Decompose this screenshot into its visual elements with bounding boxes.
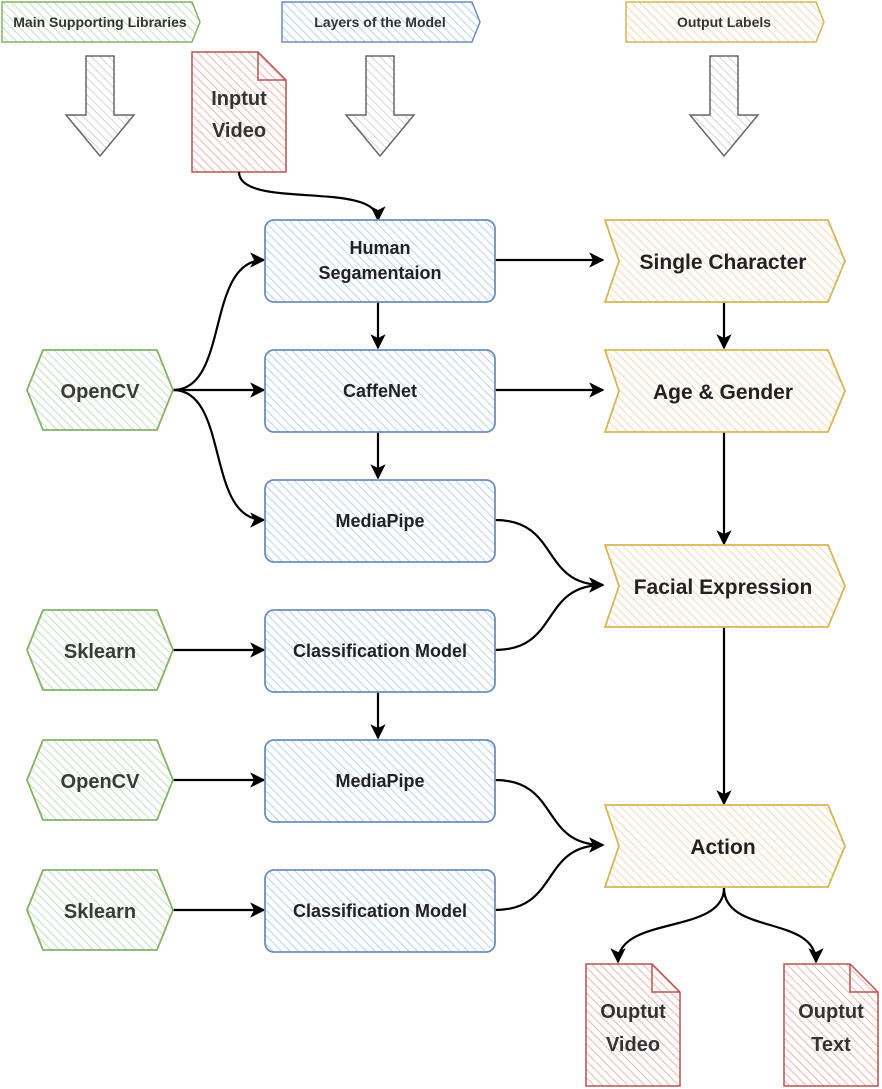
- library-sklearn-1-label: Sklearn: [64, 641, 136, 663]
- output-action: Action: [603, 804, 846, 888]
- input-video-label-line2: Video: [212, 120, 266, 142]
- library-sklearn-2: Sklearn: [26, 869, 174, 951]
- output-single-character: Single Character: [603, 219, 846, 303]
- down-arrow-icon: [344, 55, 416, 158]
- output-video-document: Ouptut Video: [585, 963, 681, 1087]
- library-opencv-2-label: OpenCV: [61, 771, 141, 793]
- layer-classification-1: Classification Model: [264, 609, 496, 693]
- output-facial-expression-label: Facial Expression: [634, 576, 813, 599]
- layer-human-segmentation: Human Segamentaion: [264, 219, 496, 303]
- output-text-label-line2: Text: [811, 1034, 851, 1056]
- library-opencv-1-label: OpenCV: [61, 381, 141, 403]
- legend-layers: Layers of the Model: [281, 1, 481, 43]
- library-opencv-2: OpenCV: [26, 739, 174, 821]
- layer-mediapipe-1: MediaPipe: [264, 479, 496, 563]
- library-sklearn-1: Sklearn: [26, 609, 174, 691]
- down-arrow-icon: [64, 55, 136, 158]
- edge-action-to-output-text: [722, 887, 824, 964]
- layer-mediapipe-1-label: MediaPipe: [335, 511, 424, 531]
- down-arrow-icon: [688, 55, 760, 158]
- output-single-character-label: Single Character: [640, 251, 807, 274]
- output-video-label-line2: Video: [606, 1034, 660, 1056]
- layer-mediapipe-2-label: MediaPipe: [335, 771, 424, 791]
- output-facial-expression: Facial Expression: [603, 544, 846, 628]
- edge-opencv-to-mediapipe: [172, 388, 266, 528]
- edge-mediapipe2-to-action: [494, 778, 605, 853]
- edge-action-to-output-video: [610, 887, 726, 964]
- output-action-label: Action: [690, 836, 755, 859]
- connectors: [172, 171, 824, 964]
- layer-mediapipe-2: MediaPipe: [264, 739, 496, 823]
- edge-classification-to-facial-expression: [494, 577, 605, 652]
- input-video-document: Inptut Video: [191, 51, 287, 173]
- legend-layers-label: Layers of the Model: [314, 14, 445, 30]
- edge-classification2-to-action: [494, 837, 605, 912]
- library-opencv-1: OpenCV: [26, 349, 174, 431]
- layer-human-segmentation-line1: Human: [349, 238, 410, 258]
- input-video-label-line1: Inptut: [211, 88, 267, 110]
- edge-opencv-to-segmentation: [172, 252, 266, 392]
- layer-human-segmentation-line2: Segamentaion: [318, 263, 441, 283]
- layer-caffenet: CaffeNet: [264, 349, 496, 433]
- library-sklearn-2-label: Sklearn: [64, 901, 136, 923]
- layer-classification-1-label: Classification Model: [293, 641, 467, 661]
- output-text-label-line1: Ouptut: [798, 1001, 864, 1023]
- output-age-gender: Age & Gender: [603, 349, 846, 433]
- layer-classification-2-label: Classification Model: [293, 901, 467, 921]
- output-age-gender-label: Age & Gender: [653, 381, 793, 404]
- legend-outputs: Output Labels: [625, 1, 825, 43]
- edge-mediapipe-to-facial-expression: [494, 518, 605, 593]
- legend-outputs-label: Output Labels: [677, 14, 771, 30]
- output-text-document: Ouptut Text: [783, 963, 879, 1087]
- edge-input-to-segmentation: [237, 171, 386, 222]
- legend-libraries-label: Main Supporting Libraries: [13, 14, 187, 30]
- layer-caffenet-label: CaffeNet: [343, 381, 417, 401]
- layer-classification-2: Classification Model: [264, 869, 496, 953]
- legend-libraries: Main Supporting Libraries: [1, 1, 201, 43]
- output-video-label-line1: Ouptut: [600, 1001, 666, 1023]
